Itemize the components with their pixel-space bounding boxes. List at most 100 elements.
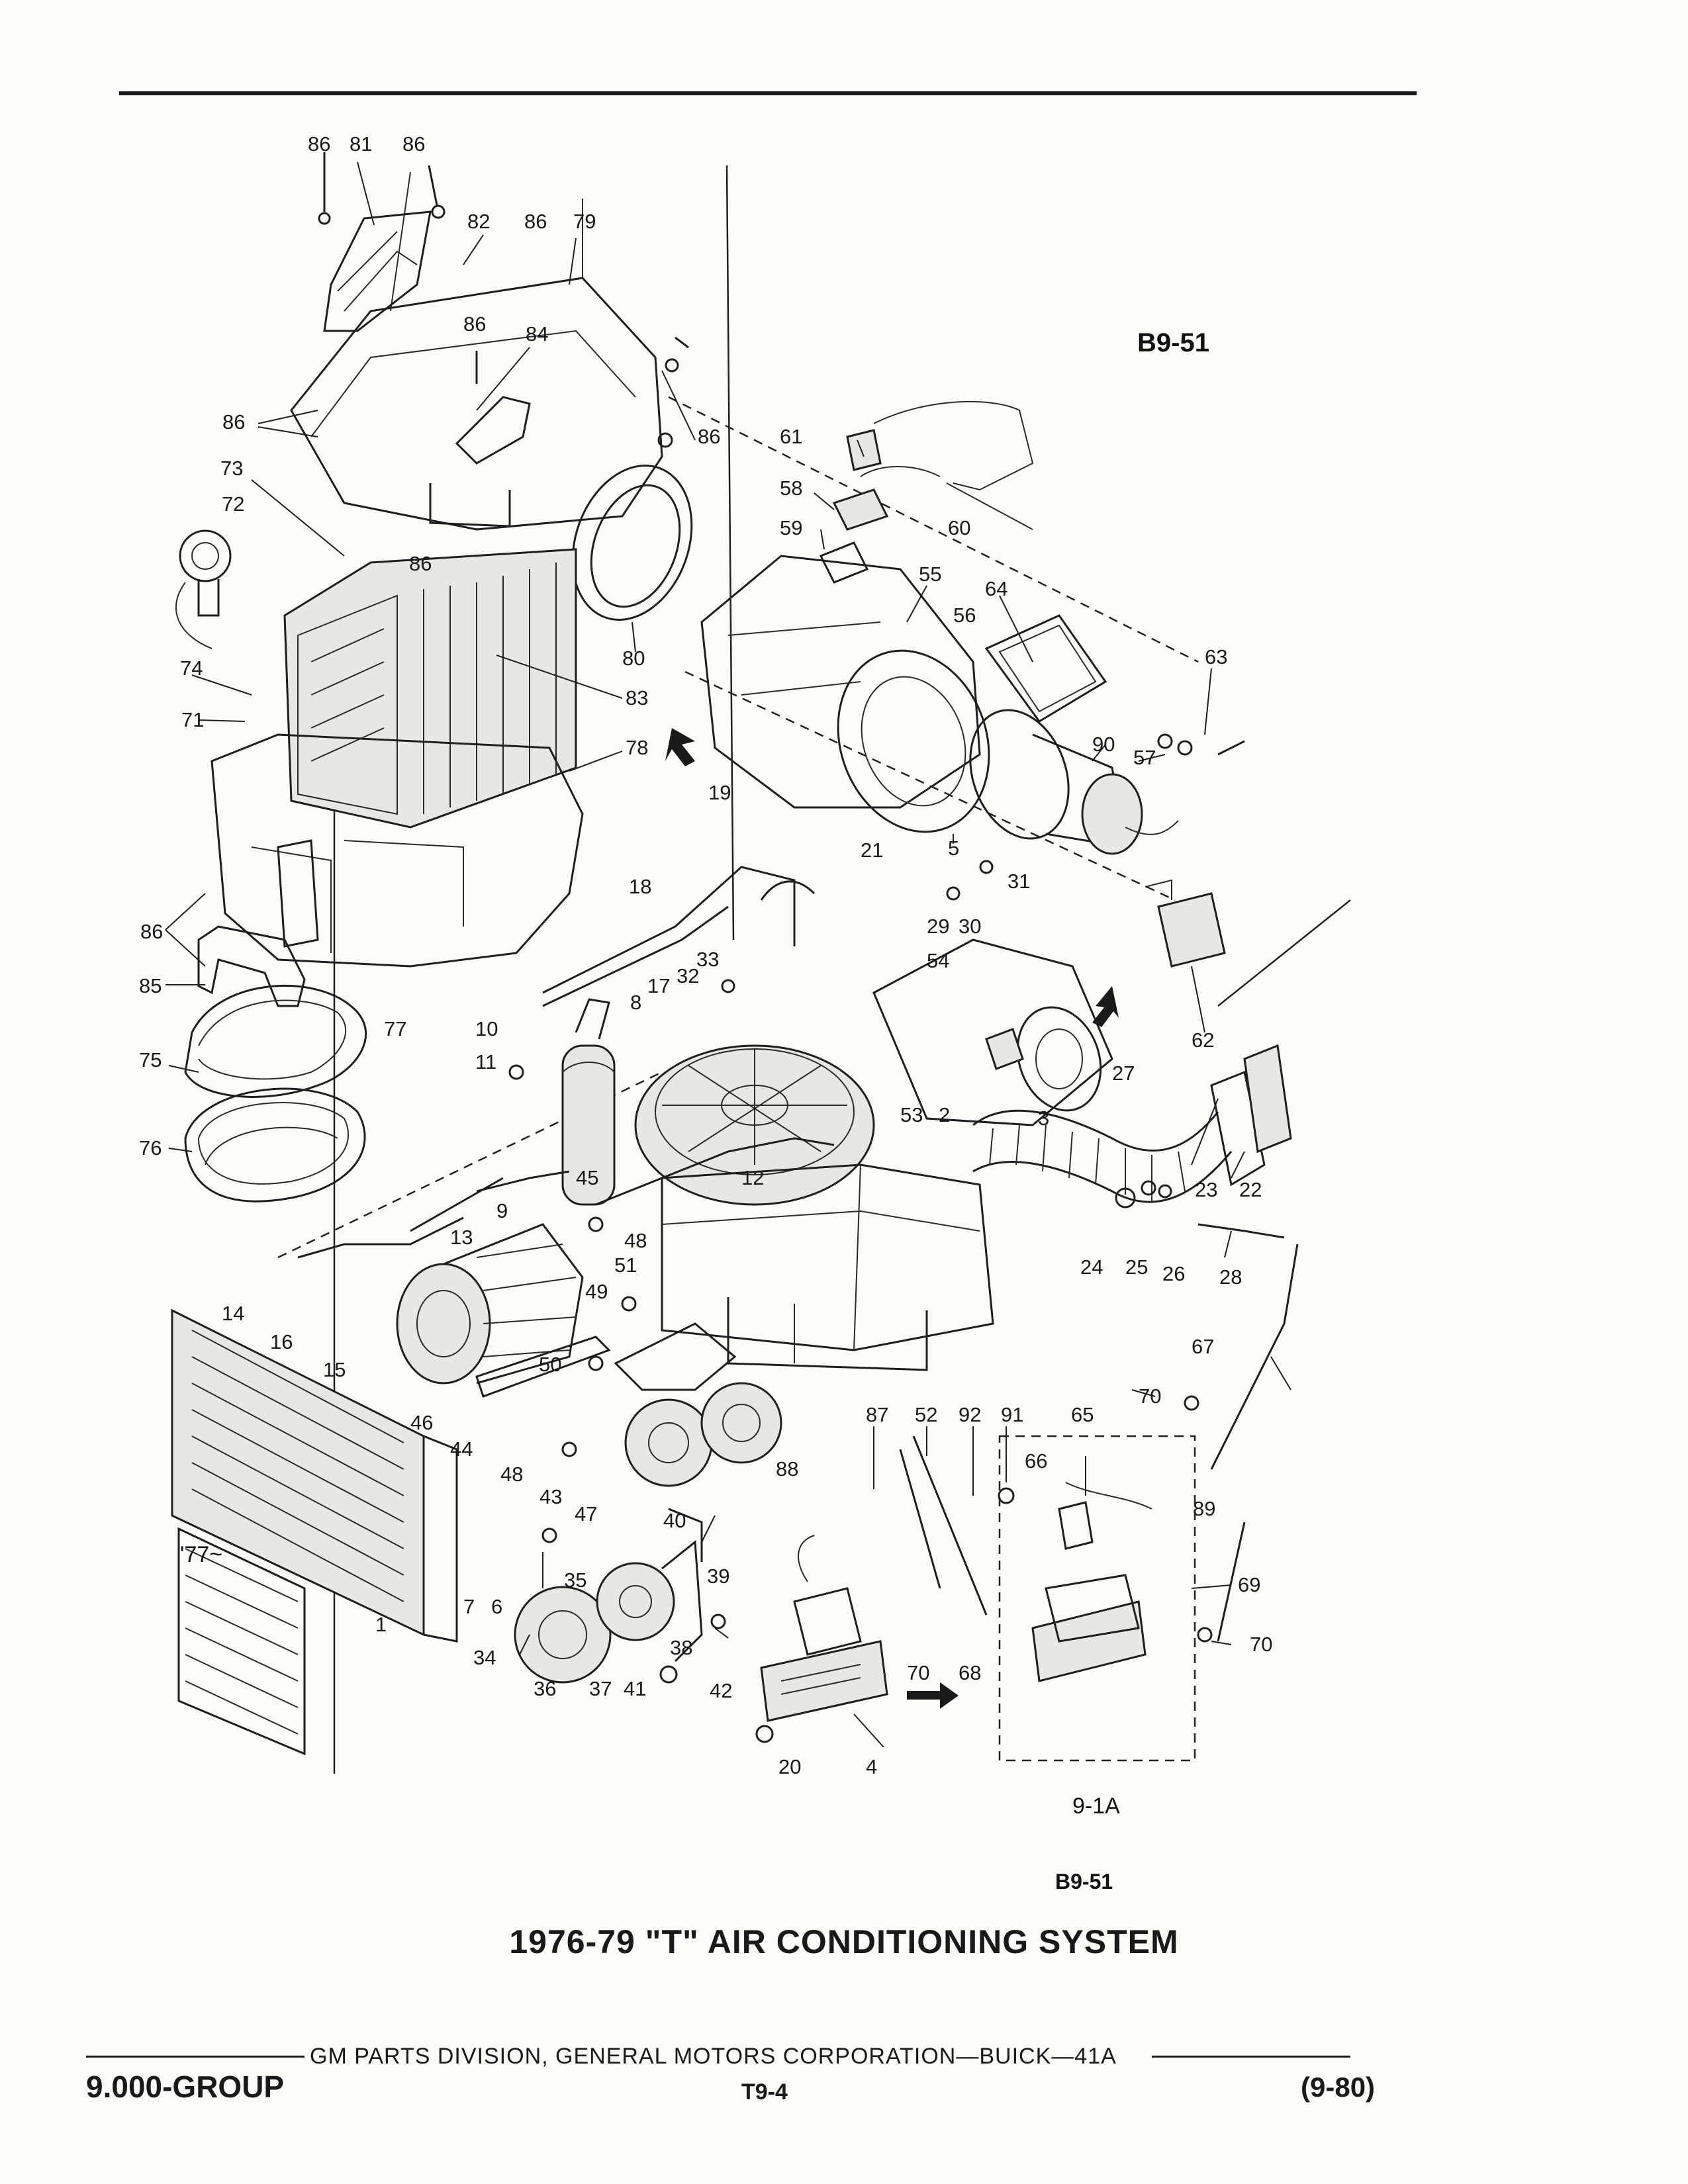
- callout-label: 69: [1238, 1573, 1260, 1596]
- callout-label: 86: [308, 132, 330, 156]
- callout-label: 68: [959, 1661, 981, 1684]
- callout-label: 2: [939, 1103, 950, 1126]
- callout-label: 86: [402, 132, 425, 156]
- diagram-code: B9-51: [1137, 328, 1209, 357]
- callout-label: 65: [1071, 1403, 1094, 1426]
- blower-housing: [700, 555, 990, 833]
- callout-label: 51: [614, 1253, 637, 1277]
- callout-label: 54: [927, 949, 949, 972]
- cable-52: [899, 1449, 941, 1589]
- callout-label: 46: [410, 1411, 433, 1434]
- condenser-1: [171, 1308, 458, 1643]
- phantom-line-b: [668, 396, 1199, 663]
- callout-label: 3: [1038, 1107, 1049, 1130]
- callout-label: 20: [778, 1755, 801, 1778]
- callout-label: 66: [1025, 1449, 1047, 1473]
- hose-18: [542, 866, 796, 994]
- callout-label: 4: [866, 1755, 877, 1778]
- callout-label: 71: [181, 708, 204, 731]
- seal-ring-80: [571, 465, 693, 621]
- figure-code: 9-1A: [1072, 1794, 1120, 1819]
- callout-label: 50: [539, 1353, 561, 1376]
- compressor-46: [396, 1223, 584, 1385]
- callout-label: 67: [1192, 1335, 1214, 1358]
- evaporator-case-cover: [290, 171, 663, 531]
- expansion-valve-72: [175, 529, 232, 649]
- callout-label: 21: [861, 839, 883, 862]
- callout-label: 85: [139, 974, 162, 997]
- callout-label: 53: [900, 1103, 923, 1126]
- callout-label: 44: [450, 1437, 473, 1461]
- callout-label: 22: [1239, 1178, 1262, 1201]
- clutch-assembly-34: [514, 1508, 703, 1684]
- blower-motor-57: [969, 709, 1179, 855]
- receiver-dehydrator-8: [561, 998, 616, 1206]
- callout-label: 70: [1139, 1385, 1161, 1408]
- callout-label: 39: [707, 1565, 729, 1588]
- hose-19: [760, 880, 816, 901]
- footer-rule-left: [86, 2056, 305, 2058]
- hose-44: [475, 1336, 611, 1398]
- leader-line-62: [1217, 899, 1351, 1007]
- callout-label: 23: [1195, 1178, 1217, 1201]
- callout-label: 56: [953, 604, 976, 627]
- callout-label: 76: [139, 1136, 162, 1160]
- flex-duct-27: [972, 1070, 1266, 1203]
- callout-label: 43: [539, 1485, 562, 1508]
- callout-label: 79: [573, 210, 596, 233]
- callout-label: 88: [776, 1457, 798, 1480]
- figure-code-bottom: B9-51: [1055, 1870, 1113, 1893]
- footer-corporation: GM PARTS DIVISION, GENERAL MOTORS CORPOR…: [310, 2044, 1117, 2069]
- footer-page-number: T9-4: [741, 2079, 788, 2105]
- callout-label: 8: [630, 991, 641, 1014]
- callout-label: 75: [139, 1048, 162, 1071]
- callout-label: 84: [526, 322, 548, 345]
- direction-arrow-right: [907, 1682, 959, 1709]
- callout-label: 83: [626, 686, 648, 709]
- callout-label: 77: [384, 1017, 406, 1040]
- callout-label: 12: [741, 1166, 764, 1189]
- top-rule: [119, 91, 1417, 95]
- bracket-81: [323, 210, 432, 332]
- callout-label: 70: [907, 1661, 929, 1684]
- callout-label: 6: [491, 1595, 502, 1618]
- callout-label: 73: [220, 457, 243, 480]
- belt-76: [184, 1087, 366, 1203]
- divider-line-center: [726, 165, 735, 940]
- callout-label: 38: [670, 1636, 692, 1659]
- callout-label: 42: [710, 1679, 732, 1702]
- callout-label: 48: [624, 1229, 647, 1252]
- callout-label: 59: [780, 516, 802, 539]
- callout-label: 26: [1162, 1262, 1185, 1285]
- callout-label: 32: [677, 964, 699, 987]
- hardware-fasteners: [318, 152, 1245, 1743]
- callout-label: 9: [496, 1199, 508, 1222]
- callout-label: 78: [626, 736, 648, 759]
- callout-label: 62: [1192, 1028, 1214, 1052]
- callout-label: 86: [524, 210, 547, 233]
- callout-label: 24: [1080, 1255, 1103, 1279]
- idler-pulley-47: [614, 1322, 782, 1487]
- callout-labels: 86 81 86 82 86 79 86 84 86 86 73 72 86 8…: [139, 132, 1272, 1778]
- callout-label: 86: [698, 425, 720, 448]
- engine-block: [661, 1163, 994, 1371]
- callout-label: 61: [780, 425, 802, 448]
- callout-label: 48: [500, 1463, 523, 1486]
- callout-label: 28: [1219, 1265, 1242, 1289]
- vacuum-actuator-3: [872, 938, 1113, 1126]
- callout-label: 80: [622, 647, 645, 670]
- callout-label: 17: [647, 974, 670, 997]
- callout-label: 74: [180, 657, 203, 680]
- harness-60: [873, 400, 1034, 530]
- callout-label: 58: [780, 477, 802, 500]
- callout-label: 89: [1193, 1497, 1215, 1520]
- callout-label: 82: [467, 210, 490, 233]
- callout-label: 92: [959, 1403, 981, 1426]
- connector-61: [846, 429, 882, 471]
- callout-label: 36: [534, 1677, 556, 1700]
- callout-label: 16: [270, 1330, 293, 1353]
- bracket-84: [455, 396, 531, 465]
- callout-label: 90: [1092, 733, 1115, 756]
- callout-label: 35: [564, 1569, 586, 1592]
- callout-label: 10: [475, 1017, 498, 1040]
